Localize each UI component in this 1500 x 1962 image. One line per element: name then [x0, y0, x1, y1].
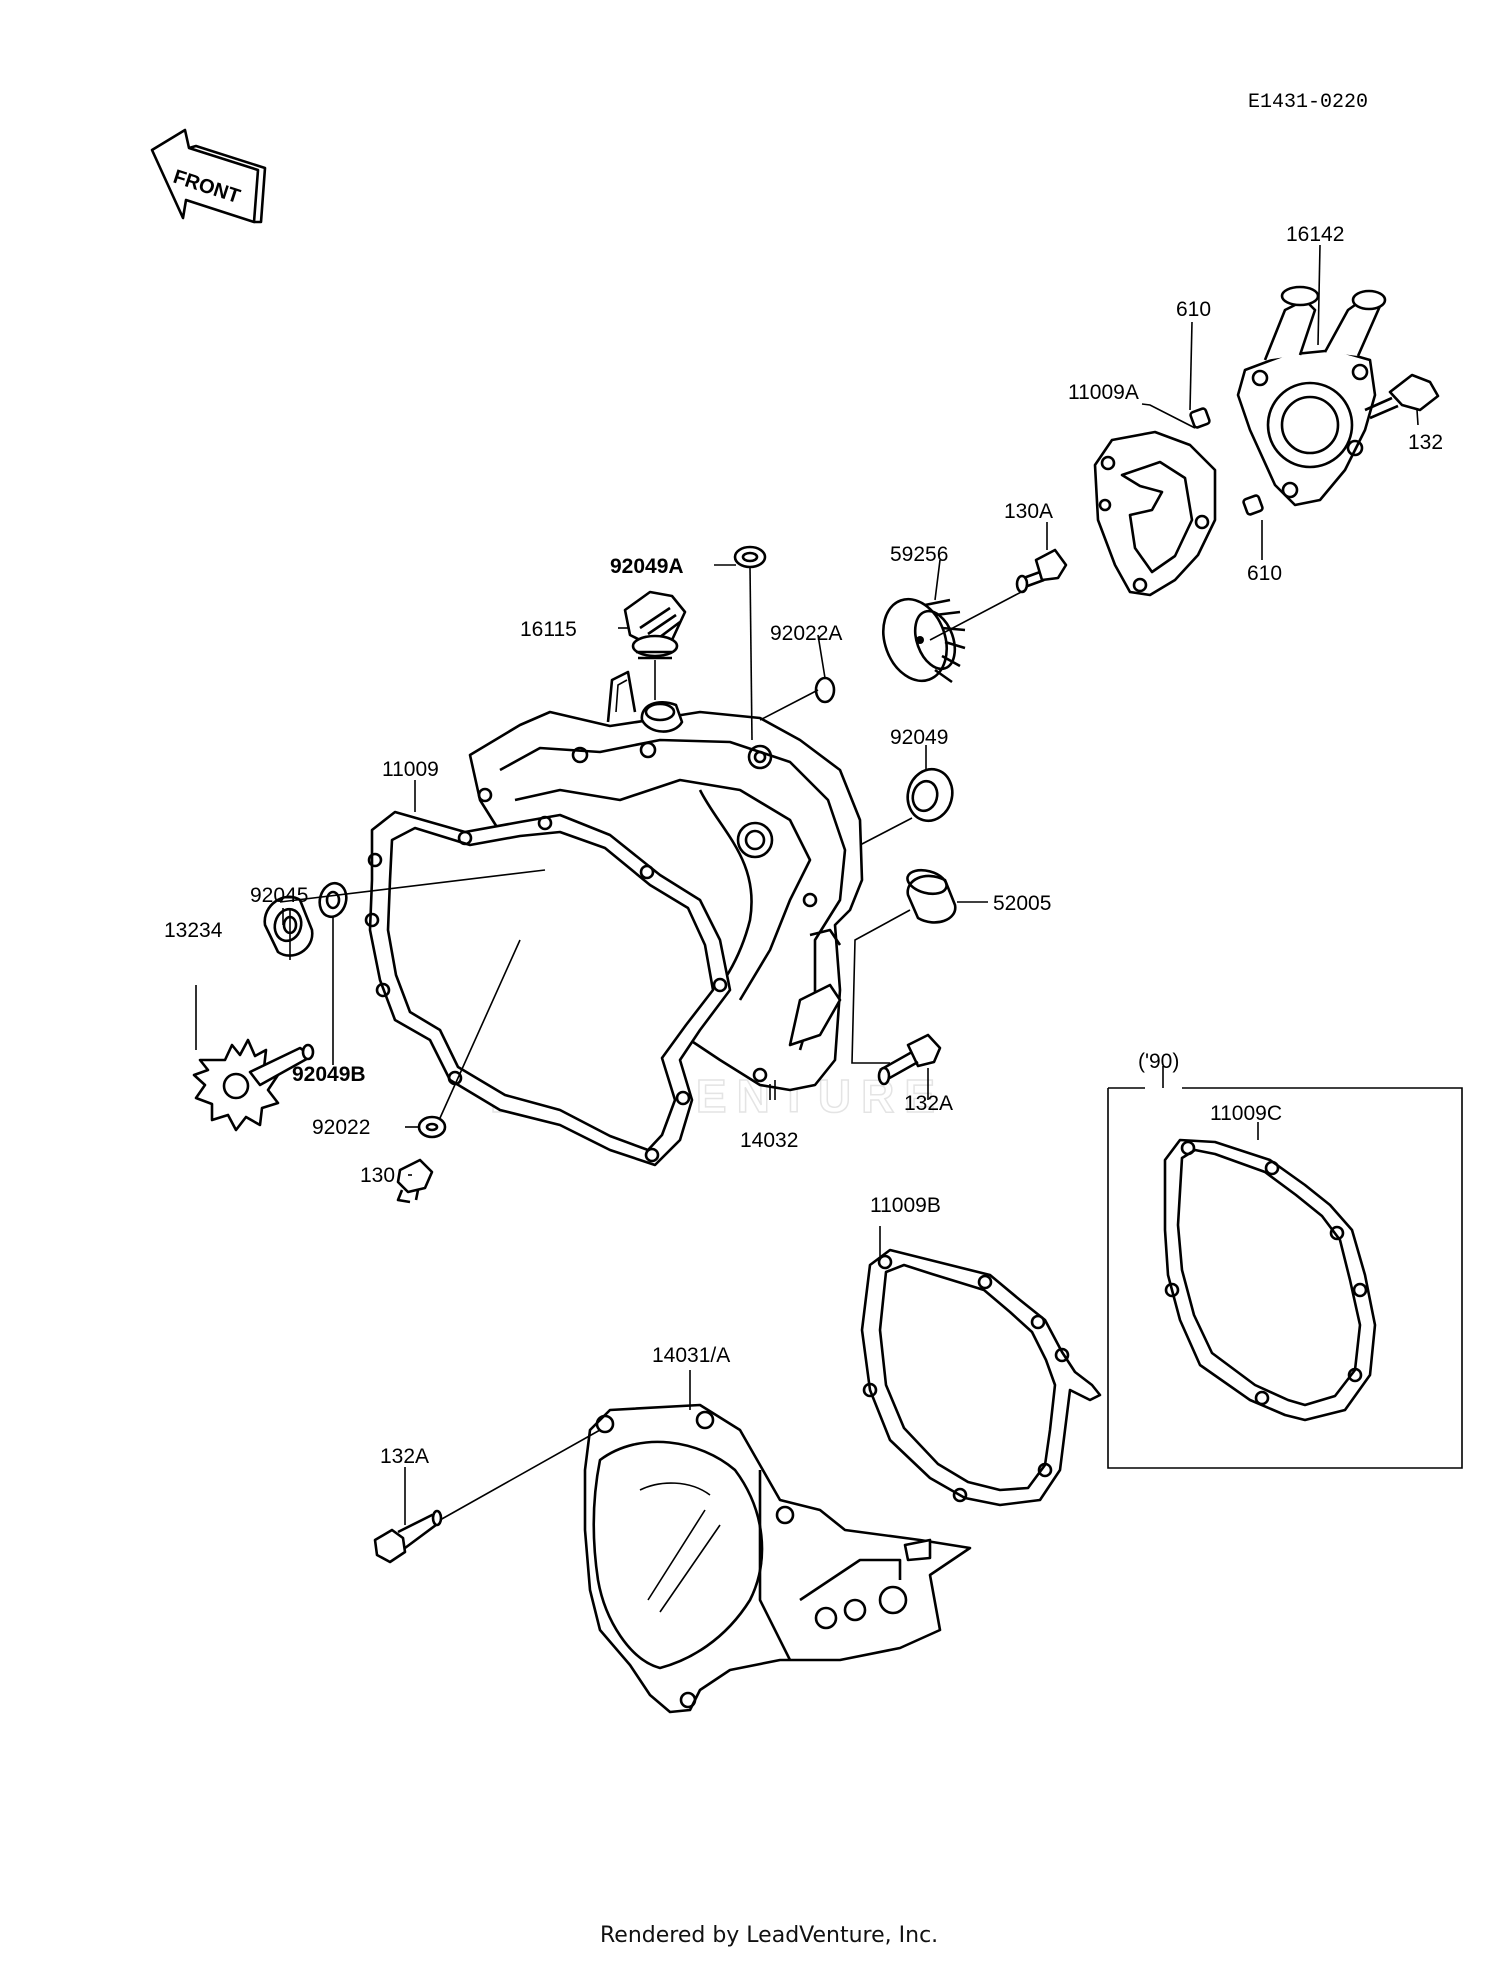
label-92049b: 92049B — [292, 1063, 366, 1086]
label-130a: 130A — [1004, 500, 1053, 523]
gasket-11009 — [364, 810, 732, 1167]
water-pump-cover — [1236, 285, 1387, 507]
label-92049: 92049 — [890, 726, 948, 749]
label-11009a: 11009A — [1068, 381, 1139, 404]
seal-92049 — [906, 767, 954, 823]
bolt-130a — [1015, 548, 1068, 594]
label-132: 132 — [1408, 431, 1443, 454]
dowel-610-top — [1189, 407, 1211, 429]
label-16142: 16142 — [1286, 223, 1344, 246]
label-16115: 16115 — [520, 618, 577, 641]
leader-lines — [195, 244, 1419, 1525]
impeller-59256 — [882, 597, 966, 684]
dowel-610-bottom — [1242, 494, 1264, 516]
bushing-52005 — [906, 868, 957, 924]
bolt-132a-right — [877, 1033, 942, 1086]
label-92022: 92022 — [312, 1116, 370, 1139]
label-11009b: 11009B — [870, 1194, 941, 1217]
washer-92049a — [733, 545, 767, 569]
label-132a-right: 132A — [904, 1092, 953, 1115]
label-130: 130 — [360, 1164, 395, 1187]
gasket-11009a — [1093, 430, 1217, 597]
bolt-132 — [1364, 373, 1440, 420]
label-92045: 92045 — [250, 884, 308, 907]
label-11009: 11009 — [382, 758, 439, 781]
label-52005: 52005 — [993, 892, 1051, 915]
label-92049a: 92049A — [610, 555, 684, 578]
gasket-11009c — [1163, 1138, 1377, 1422]
year-box — [1107, 1087, 1463, 1469]
label-year-note: ('90) — [1138, 1050, 1179, 1073]
footer-credit: Rendered by LeadVenture, Inc. — [600, 1923, 938, 1948]
front-arrow-icon: FRONT — [150, 128, 267, 224]
seal-92049b — [318, 881, 348, 919]
label-92022a: 92022A — [770, 622, 842, 645]
ignition-cover-14031a — [583, 1403, 972, 1714]
bolt-132a-bottom — [373, 1509, 443, 1564]
label-132a-bottom: 132A — [380, 1445, 429, 1468]
shaft-gear-13234 — [192, 1038, 315, 1132]
label-11009c: 11009C — [1210, 1102, 1282, 1125]
washer-92022 — [417, 1115, 447, 1139]
oil-plug-16115 — [623, 590, 687, 660]
diagram-code: E1431-0220 — [1248, 91, 1368, 114]
label-14032: 14032 — [740, 1129, 798, 1152]
washer-92022a — [814, 676, 836, 704]
label-610-bottom: 610 — [1247, 562, 1282, 585]
label-610-top: 610 — [1176, 298, 1211, 321]
label-13234: 13234 — [164, 919, 223, 942]
bolt-130 — [396, 1158, 434, 1204]
gasket-11009b — [860, 1248, 1102, 1507]
label-59256: 59256 — [890, 543, 948, 566]
label-14031a: 14031/A — [652, 1344, 730, 1367]
